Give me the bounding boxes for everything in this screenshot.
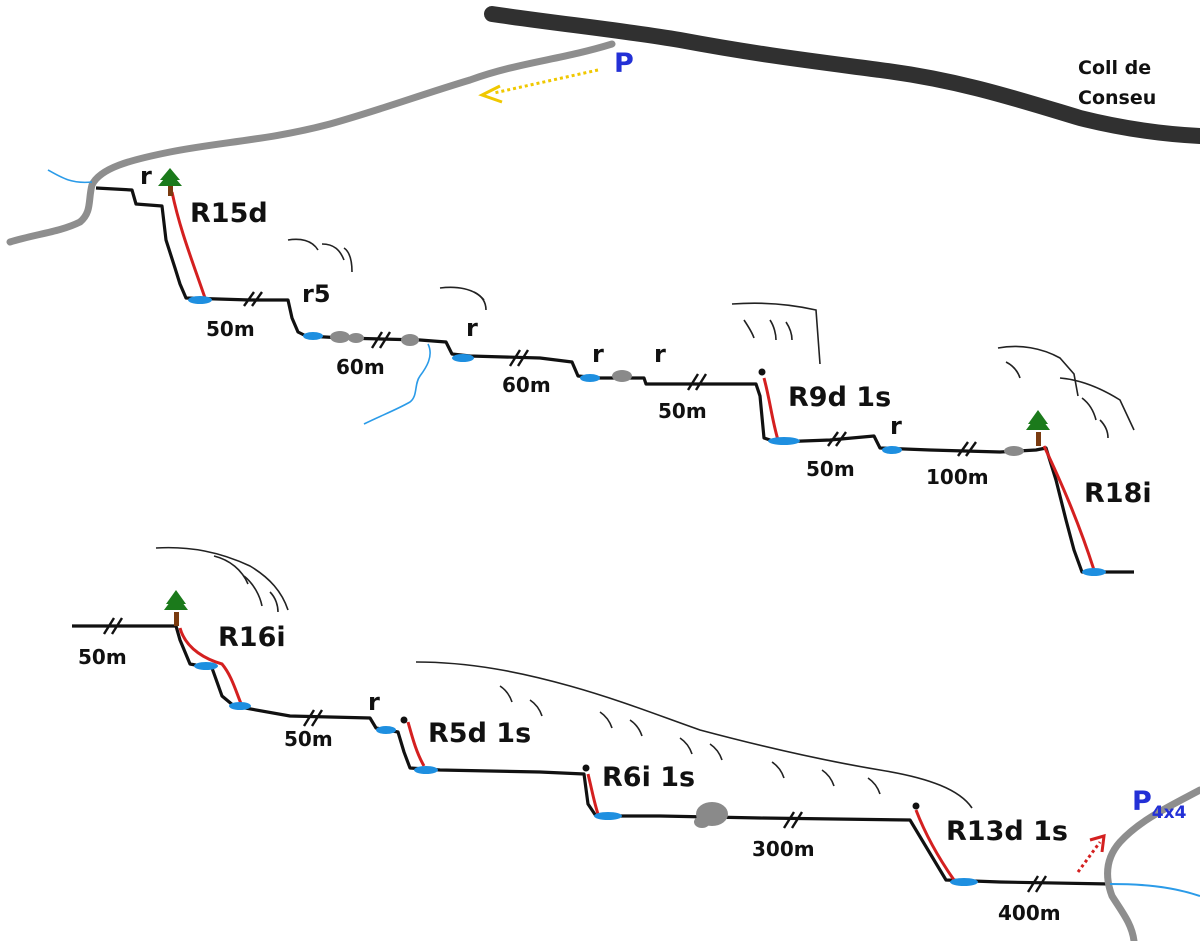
pool (950, 878, 978, 886)
jump-label: r (368, 688, 380, 716)
rope-r6 (586, 773, 600, 815)
stream-bottom (1109, 883, 1200, 897)
distance-label: 300m (752, 837, 815, 861)
anchor-point-icon (912, 802, 920, 810)
anchor-point-icon (582, 764, 590, 772)
rope-r16 (178, 627, 244, 707)
distance-label: 50m (78, 645, 127, 669)
cliff-sketch (287, 238, 1135, 439)
boulder-icon (694, 802, 728, 828)
distance-label: 50m (284, 727, 333, 751)
distance-label: 60m (336, 355, 385, 379)
pool (303, 332, 323, 340)
pool (376, 726, 396, 734)
boulder-icon (330, 331, 1024, 456)
parking-bottom-subscript: 4x4 (1152, 803, 1187, 823)
main-road (484, 6, 1200, 144)
rappel-label: R9d 1s (788, 382, 891, 413)
break-mark-icon (102, 617, 1048, 893)
rope-r18 (1042, 445, 1096, 571)
pool (194, 662, 218, 670)
tree-icon (164, 590, 188, 626)
pool (188, 296, 212, 304)
jump-label: r5 (302, 280, 331, 308)
pool (452, 354, 474, 362)
tree-icon (158, 168, 182, 196)
jump-label: r (592, 340, 604, 368)
jump-label: r (654, 340, 666, 368)
cliff-sketch (155, 546, 973, 809)
pool (594, 812, 622, 820)
exit-arrow (1076, 833, 1106, 873)
rappel-label: R13d 1s (946, 816, 1068, 847)
rappel-label: R6i 1s (602, 762, 695, 793)
anchor-point-icon (400, 716, 408, 724)
anchor-point-icon (758, 368, 766, 376)
jump-label: r (466, 314, 478, 342)
distance-label: 50m (206, 317, 255, 341)
access-track (6, 40, 616, 246)
parking-bottom-label: P4x4 (1132, 786, 1187, 823)
distance-label: 60m (502, 373, 551, 397)
rope-r15 (170, 191, 207, 299)
distance-label: 50m (806, 457, 855, 481)
pool (768, 437, 800, 445)
rappel-label: R5d 1s (428, 718, 531, 749)
pool (580, 374, 600, 382)
exit-road (1104, 786, 1200, 941)
tree-icon (1026, 410, 1050, 446)
distance-label: 50m (658, 399, 707, 423)
distance-label: 400m (998, 901, 1061, 925)
stream-side (363, 343, 431, 425)
pass-name-line2: Conseu (1078, 87, 1156, 109)
jump-label: r (890, 412, 902, 440)
pool (229, 702, 251, 710)
pool (414, 766, 438, 774)
pool (882, 446, 902, 454)
rope-r13 (914, 809, 956, 881)
break-mark-icon (243, 291, 977, 457)
stream-top (47, 169, 93, 184)
rappel-label: R16i (218, 622, 286, 653)
rappel-label: R15d (190, 198, 268, 229)
rope-r5 (406, 721, 426, 767)
pass-name-line1: Coll de (1078, 57, 1151, 79)
pool (1082, 568, 1106, 576)
approach-arrow (478, 68, 599, 104)
rappel-label: R18i (1084, 478, 1152, 509)
rope-r9 (762, 377, 780, 441)
parking-top-label: P (614, 48, 634, 79)
distance-label: 100m (926, 465, 989, 489)
jump-label: r (140, 162, 152, 190)
